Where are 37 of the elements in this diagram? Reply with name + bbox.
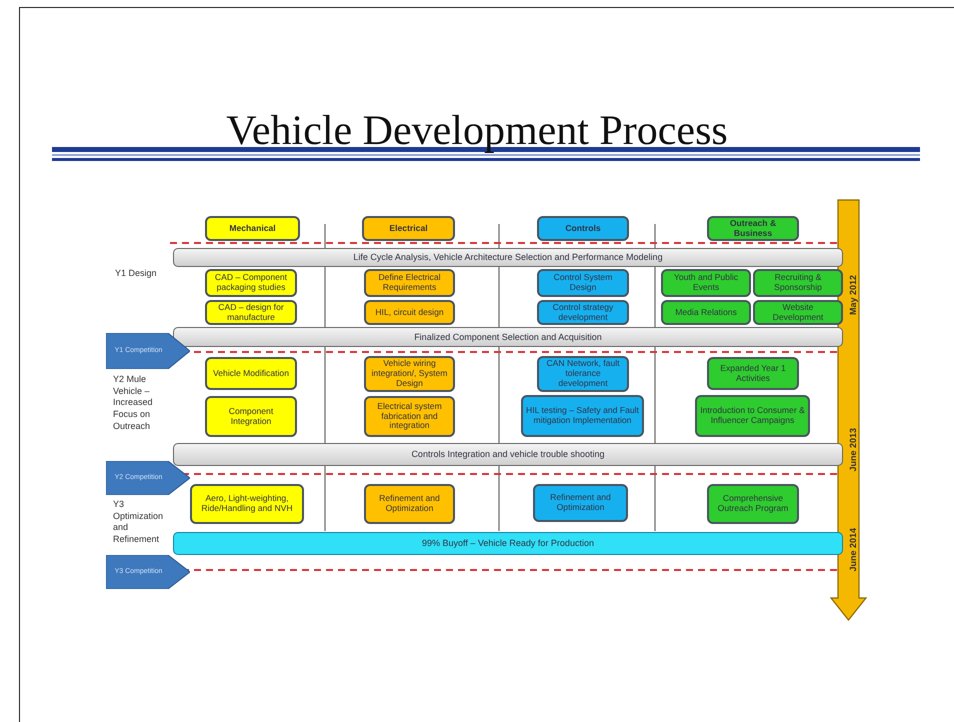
task-box: Expanded Year 1 Activities — [707, 357, 799, 390]
task-box: CAD – Component packaging studies — [205, 269, 297, 297]
task-box: CAD – design for manufacture — [205, 300, 297, 325]
task-box: Control System Design — [537, 269, 629, 297]
slide-title: Vehicle Development Process — [226, 108, 728, 154]
phase-bar: Life Cycle Analysis, Vehicle Architecture Selection and Performance Modeling — [173, 248, 843, 267]
task-box: Vehicle Modification — [205, 357, 297, 390]
task-box: Comprehensive Outreach Program — [707, 484, 799, 524]
column-header: Electrical — [362, 216, 455, 241]
task-box: Vehicle wiring integration/, System Design — [364, 356, 455, 392]
column-header: Outreach & Business — [707, 216, 799, 241]
task-box: Component Integration — [205, 396, 297, 437]
task-box: Control strategy development — [537, 300, 629, 325]
task-box: Recruiting & Sponsorship — [753, 269, 843, 297]
task-box: HIL testing – Safety and Fault mitigation Implementation — [521, 395, 644, 437]
phase-bar: Controls Integration and vehicle trouble shooting — [173, 443, 843, 466]
task-box: Electrical system fabrication and integration — [364, 396, 455, 437]
task-box: Youth and Public Events — [661, 269, 751, 297]
date-label: May 2012 — [848, 275, 858, 316]
task-box: CAN Network, fault tolerance development — [537, 356, 629, 392]
task-box: Refinement and Optimization — [364, 484, 455, 524]
task-box: HIL, circuit design — [364, 300, 455, 325]
task-box: Aero, Light-weighting, Ride/Handling and NVH — [190, 484, 304, 524]
column-header: Controls — [537, 216, 629, 241]
task-box: Introduction to Consumer & Influencer Campaigns — [695, 395, 810, 437]
task-box: Refinement and Optimization — [533, 484, 628, 522]
phase-label: Y2 Mule Vehicle – Increased Focus on Outreach — [113, 374, 154, 432]
date-label: June 2013 — [848, 428, 858, 472]
phase-label: Y1 Design — [115, 268, 158, 280]
phase-bar: 99% Buyoff – Vehicle Ready for Production — [173, 532, 843, 555]
task-box: Media Relations — [661, 300, 751, 325]
task-box: Website Development — [753, 300, 843, 325]
column-header: Mechanical — [205, 216, 300, 241]
date-label: June 2014 — [848, 528, 858, 572]
phase-bar: Finalized Component Selection and Acquisition — [173, 327, 843, 347]
task-box: Define Electrical Requirements — [364, 269, 455, 297]
phase-label: Y3 Optimization and Refinement — [113, 499, 164, 546]
